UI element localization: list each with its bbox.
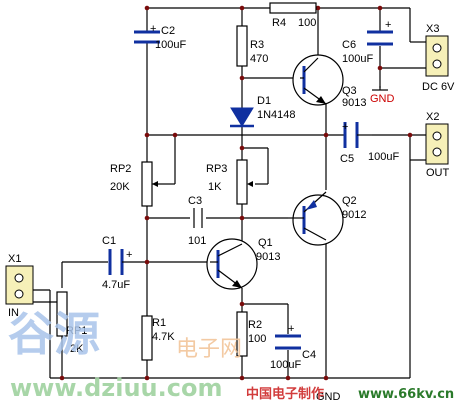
watermark-url: www.dziuu.com — [10, 374, 222, 402]
component-labels: C2 100uF + R4 100 R3 470 C6 100uF + GND … — [8, 17, 455, 403]
label-r2-value: 100 — [248, 333, 266, 345]
label-c6: C6 — [342, 39, 356, 51]
label-x2: X2 — [426, 111, 439, 123]
label-rp1-value: 2K — [70, 343, 84, 355]
watermark-brand: 谷源 — [8, 307, 100, 361]
label-c6-value: 100uF — [342, 53, 373, 65]
plus-c1: + — [126, 249, 132, 261]
plus-c2: + — [150, 23, 156, 35]
label-r4: R4 — [272, 17, 286, 29]
watermark: 谷源 电子网 www.dziuu.com 中国电子制作 www.66kv.cn — [8, 307, 454, 402]
label-dc: DC 6V — [422, 81, 455, 93]
label-c1: C1 — [102, 235, 116, 247]
label-c4: C4 — [302, 349, 316, 361]
label-c5: C5 — [340, 153, 354, 165]
transistor-q3 — [292, 54, 344, 106]
label-q3: Q3 — [342, 85, 357, 97]
label-d1-value: 1N4148 — [257, 109, 296, 121]
label-c4-value: 100uF — [270, 359, 301, 371]
label-r1: R1 — [152, 317, 166, 329]
label-r3-value: 470 — [250, 53, 268, 65]
capacitor-c1 — [108, 249, 130, 275]
label-c2: C2 — [161, 25, 175, 37]
resistor-r3 — [236, 25, 248, 67]
label-r4-value: 100 — [298, 17, 316, 29]
watermark-cn: 中国电子制作 — [246, 386, 324, 402]
label-x3: X3 — [426, 23, 439, 35]
capacitor-c4 — [275, 334, 301, 350]
diode-d1 — [230, 107, 254, 128]
capacitor-c2 — [134, 30, 160, 44]
label-gnd-bottom: GND — [316, 391, 341, 403]
label-rp1: RP1 — [66, 325, 87, 337]
label-c3: C3 — [188, 195, 202, 207]
label-x1: X1 — [8, 253, 21, 265]
potentiometer-rp3 — [236, 159, 253, 205]
label-r2: R2 — [248, 319, 262, 331]
label-r3: R3 — [250, 39, 264, 51]
label-rp3: RP3 — [206, 163, 227, 175]
resistor-r4 — [269, 2, 317, 14]
capacitor-c5 — [343, 122, 372, 148]
connector-x2 — [425, 123, 449, 165]
label-d1: D1 — [257, 95, 271, 107]
watermark-url2: www.66kv.cn — [358, 387, 454, 402]
potentiometer-rp1 — [33, 291, 68, 337]
label-out: OUT — [426, 167, 450, 179]
transistor-q1 — [206, 238, 258, 290]
transistor-q2 — [288, 191, 344, 246]
label-rp2: RP2 — [110, 163, 131, 175]
capacitor-c3 — [193, 208, 203, 228]
label-c5-value: 100uF — [368, 151, 399, 163]
plus-c6: + — [385, 19, 391, 31]
label-r1-value: 4.7K — [152, 331, 175, 343]
label-rp2-value: 20K — [110, 181, 130, 193]
ground-symbol — [372, 86, 388, 91]
label-gnd: GND — [370, 93, 395, 105]
plus-c5: + — [342, 121, 348, 133]
connector-x3 — [425, 35, 449, 77]
watermark-sub: 电子网 — [176, 337, 242, 362]
potentiometer-rp2 — [141, 161, 160, 207]
capacitor-c6 — [367, 30, 393, 46]
resistor-r2 — [236, 311, 248, 357]
label-q1: Q1 — [258, 237, 273, 249]
label-q2: Q2 — [342, 195, 357, 207]
plus-c4: + — [288, 323, 294, 335]
junction-dots — [59, 5, 413, 381]
label-q2-value: 9012 — [342, 209, 366, 221]
label-in: IN — [8, 307, 19, 319]
connector-x1 — [5, 265, 34, 305]
resistor-r1 — [141, 315, 153, 361]
label-q1-value: 9013 — [256, 251, 280, 263]
label-c2-value: 100uF — [155, 39, 186, 51]
label-c3-value: 101 — [188, 235, 206, 247]
label-c1-value: 4.7uF — [102, 279, 130, 291]
label-rp3-value: 1K — [208, 181, 222, 193]
label-q3-value: 9013 — [342, 97, 366, 109]
